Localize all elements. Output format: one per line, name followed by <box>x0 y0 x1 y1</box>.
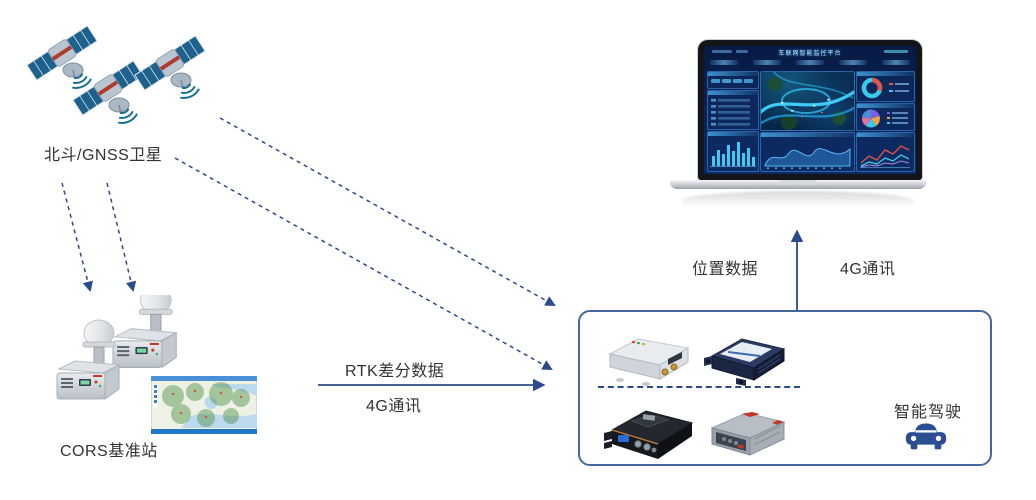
laptop-base-notch <box>780 180 816 183</box>
dashboard-nav <box>710 60 910 65</box>
laptop-base <box>670 180 926 189</box>
dashboard-nav-tab <box>710 60 738 65</box>
gnss-receiver-antenna-icon <box>111 295 178 369</box>
mini-bar-chart <box>710 142 756 167</box>
coverage-map-icon <box>151 376 257 434</box>
intelligent-driving-label: 智能驾驶 <box>894 404 963 421</box>
rtk-4g-label: 4G通讯 <box>366 398 422 415</box>
satellite-icon <box>133 34 207 99</box>
dashboard-header-deco <box>884 50 908 53</box>
laptop-reflection <box>682 191 914 207</box>
dashboard-nav-tab <box>882 60 910 65</box>
dashboard-nav-tab <box>839 60 867 65</box>
satellites-label: 北斗/GNSS卫星 <box>44 147 163 164</box>
dashboard: 车联网智能监控平台 <box>704 46 916 174</box>
uplink-4g-label: 4G通讯 <box>840 261 896 278</box>
sat-to-cors-arrow-2 <box>106 182 137 293</box>
satellite-group <box>25 24 207 124</box>
stats-panel <box>707 71 759 89</box>
rtk-data-label: RTK差分数据 <box>345 363 445 380</box>
satellite-icon <box>25 24 99 89</box>
line-chart-panel <box>856 132 915 172</box>
mini-area-chart <box>764 147 851 169</box>
dashboard-nav-tab <box>753 60 781 65</box>
device-group-divider <box>598 386 800 388</box>
sat-to-cors-arrow-1 <box>61 182 93 293</box>
pie-chart-panel <box>856 103 915 131</box>
mini-donut-chart <box>861 77 909 99</box>
telematics-unit-navy-icon <box>704 338 786 386</box>
mini-pie-chart <box>861 109 908 128</box>
gnss-receiver-gray-icon <box>710 412 786 456</box>
car-icon <box>905 423 947 450</box>
position-data-label: 位置数据 <box>692 261 759 278</box>
area-chart-panel <box>760 132 855 172</box>
sat-to-vehicle-arrow-2 <box>174 157 553 371</box>
dashboard-header-deco <box>736 50 748 53</box>
mini-bar-chart-panel <box>707 131 759 172</box>
donut-chart-panel <box>856 71 915 102</box>
rugged-receiver-black-icon <box>604 410 694 459</box>
traffic-camera-view <box>760 71 855 131</box>
gnss-module-silver-icon <box>608 338 690 386</box>
device-list-panel <box>707 90 759 130</box>
vehicle-devices-box: 智能驾驶 <box>578 310 992 466</box>
gnss-receiver-antenna-icon <box>56 319 120 400</box>
dashboard-title: 车联网智能监控平台 <box>778 51 842 57</box>
laptop-screen: 车联网智能监控平台 <box>698 40 922 180</box>
dashboard-header-deco <box>712 50 732 53</box>
mini-line-chart <box>860 145 910 168</box>
dashboard-nav-tab <box>796 60 824 65</box>
cors-label: CORS基准站 <box>60 443 158 460</box>
